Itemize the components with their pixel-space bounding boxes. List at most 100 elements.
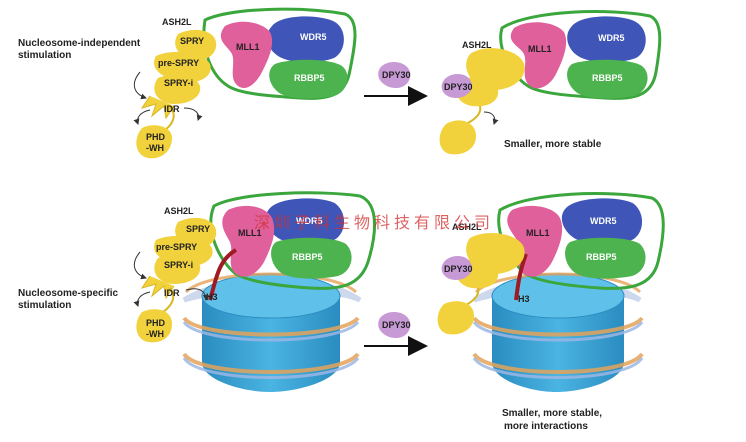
dna-wrap-2 [182,320,360,342]
nucleosome-side [492,296,624,392]
ash2l-pre-spry-blob [154,51,211,83]
dpy30-blob [441,256,473,280]
top-dpy30: DPY30 [378,62,411,88]
watermark: 深圳子科生物科技有限公司 [254,213,494,232]
motion-arrow-3 [183,107,203,121]
bottom-left-complex: Nucleosome-specific stimulation WDR5 RBB… [18,191,377,392]
idr-label: IDR [164,104,180,114]
h3-tail [208,248,238,301]
nucleosome [472,272,644,392]
motion-arrow [483,111,499,125]
nucleosome-top [491,273,625,319]
rbbp5-blob [269,59,348,99]
motion-arrow-2 [133,291,151,307]
pre-spry-label: pre-SPRY [158,58,199,68]
nucleosome-side [202,296,340,392]
wdr5-label: WDR5 [296,216,323,226]
wdr5-blob [561,198,643,245]
ash2l-phd-blob [439,120,476,155]
outline-green [499,10,662,100]
phd-label-2: -WH [146,329,164,339]
phd-label-1: PHD [146,318,166,328]
ash2l-fingers [140,95,175,120]
motion-arrow-3 [185,288,209,301]
dna-wrap-1 [182,316,360,337]
dna-wrap-1 [472,316,644,337]
dpy30-blob [378,312,411,338]
dpy30-label: DPY30 [382,320,411,330]
mll1-label: MLL1 [528,44,552,54]
mll1-label: MLL1 [236,42,260,52]
dpy30-blob [441,74,473,98]
wdr5-label: WDR5 [300,32,327,42]
bottom-side-label-2: stimulation [18,300,71,311]
bottom-side-label-1: Nucleosome-specific [18,288,118,299]
ash2l-fingers [140,275,175,300]
wdr5-label: WDR5 [598,33,625,43]
phd-label-2: -WH [146,143,164,153]
ash2l-spry-i-blob [154,74,201,104]
bottom-caption-2: more interactions [504,421,588,432]
ash2l-label: ASH2L [452,222,482,232]
top-side-label-1: Nucleosome-independent [18,38,141,49]
nucleosome [182,272,362,392]
ash2l-idr-tail [465,105,482,125]
ash2l-phd-blob [437,301,474,335]
mll1-label: MLL1 [238,228,262,238]
dpy30-blob [378,62,411,88]
nucleosome-top [201,273,341,319]
rbbp5-blob [565,237,646,279]
ash2l-label: ASH2L [162,17,192,27]
h3-label: H3 [518,294,530,304]
ash2l-phd-blob [136,125,172,159]
motion-arrow-2 [133,109,151,125]
idr-label: IDR [164,288,180,298]
top-left-complex: Nucleosome-independent stimulation WDR5 … [18,7,357,159]
ash2l-label: ASH2L [164,206,194,216]
top-right-complex: WDR5 RBBP5 MLL1 ASH2L DPY30 Smaller, mor… [439,10,662,155]
bottom-caption-1: Smaller, more stable, [502,408,602,419]
dpy30-label: DPY30 [444,264,473,274]
dna-wrap-top [184,272,358,294]
wdr5-blob [567,16,646,63]
wdr5-blob [265,198,345,245]
mll1-blob [222,205,275,277]
dna-wrap-3 [182,352,360,374]
mll1-blob [220,21,273,89]
motion-arrow-1 [133,251,147,280]
top-caption: Smaller, more stable [504,139,602,150]
bottom-dpy30: DPY30 [378,312,411,338]
rbbp5-label: RBBP5 [592,73,623,83]
ash2l-spry-i-blob [154,254,201,284]
wdr5-blob [267,16,344,63]
dpy30-label: DPY30 [444,82,473,92]
mll1-label: MLL1 [526,228,550,238]
top-side-label-2: stimulation [18,50,71,61]
ash2l-label: ASH2L [462,40,492,50]
rbbp5-blob [567,59,648,99]
h3-tail [514,253,528,301]
dna-wrap-4 [182,356,360,379]
rbbp5-blob [271,237,352,279]
spry-i-label: SPRY-i [164,78,193,88]
dna-wrap-3 [472,352,644,374]
dna-wrap-4 [472,357,644,379]
dpy30-label: DPY30 [382,70,411,80]
rbbp5-label: RBBP5 [292,252,323,262]
phd-label-1: PHD [146,132,166,142]
wdr5-label: WDR5 [590,216,617,226]
motion-arrow-1 [133,71,147,100]
h3-label: H3 [206,292,218,302]
spry-i-label: SPRY-i [164,260,193,270]
spry-label: SPRY [186,224,210,234]
outline-green [209,191,377,290]
rbbp5-label: RBBP5 [586,252,617,262]
dna-wrap-2 [472,320,644,342]
pre-spry-label: pre-SPRY [156,242,197,252]
mll1-blob [510,22,567,89]
ash2l-phd-blob [136,309,172,343]
rbbp5-label: RBBP5 [294,73,325,83]
bottom-right-complex: WDR5 RBBP5 MLL1 H3 ASH2L DPY30 Smaller, … [437,192,665,432]
